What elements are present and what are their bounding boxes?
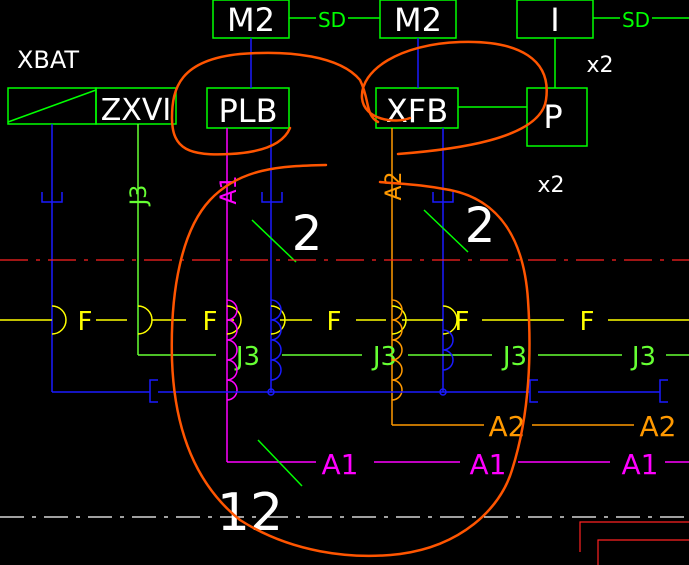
a1-bus bbox=[226, 450, 689, 463]
count-twelve: 12 bbox=[217, 483, 283, 543]
block-plb[interactable]: PLB bbox=[206, 87, 290, 130]
block-m2-right[interactable]: M2 bbox=[379, 0, 457, 39]
a2-vertical-label: A2 bbox=[382, 171, 407, 200]
j3-label-4: J3 bbox=[630, 342, 656, 372]
a1-label-3: A1 bbox=[622, 448, 659, 481]
blue-bus bbox=[52, 379, 668, 403]
block-zxvi[interactable]: ZXVI bbox=[95, 87, 177, 128]
marker-u-3 bbox=[432, 192, 454, 203]
markup-circle-plb bbox=[170, 51, 380, 156]
j3-label-1: J3 bbox=[234, 342, 260, 372]
xbat-label: XBAT bbox=[17, 46, 79, 74]
block-xfb[interactable]: XFB bbox=[375, 87, 459, 130]
block-m2-right-label: M2 bbox=[394, 1, 442, 39]
block-p[interactable]: P bbox=[526, 87, 588, 147]
x2-top-label: x2 bbox=[586, 53, 613, 78]
f-label-1: F bbox=[78, 307, 93, 337]
block-xfb-label: XFB bbox=[386, 92, 448, 130]
count-two-right: 2 bbox=[465, 198, 496, 254]
a1-label-2: A1 bbox=[470, 448, 507, 481]
markup-loop-xfb bbox=[360, 40, 548, 156]
f-label-2: F bbox=[203, 307, 218, 337]
tick-2 bbox=[423, 209, 469, 253]
sd-label-1: SD bbox=[318, 8, 346, 32]
block-p-label: P bbox=[543, 98, 562, 136]
j3-label-3: J3 bbox=[501, 342, 527, 372]
markup-big-loop bbox=[170, 163, 531, 558]
block-i-label: I bbox=[550, 1, 559, 39]
block-plb-label: PLB bbox=[218, 92, 277, 130]
coil-a2 bbox=[391, 299, 403, 401]
x2-mid-label: x2 bbox=[537, 173, 564, 198]
j3-label-2: J3 bbox=[371, 342, 397, 372]
marker-u-2 bbox=[261, 192, 283, 203]
coil-xfb bbox=[442, 329, 454, 371]
coil-plb bbox=[270, 299, 282, 381]
marker-u-1 bbox=[41, 192, 63, 203]
f-label-5: F bbox=[580, 307, 595, 337]
tick-3 bbox=[257, 439, 303, 487]
f-label-4: F bbox=[455, 307, 470, 337]
block-zxvi-label: ZXVI bbox=[101, 93, 171, 128]
block-m2-left-label: M2 bbox=[227, 1, 275, 39]
a2-label-2: A2 bbox=[640, 410, 677, 443]
red-corner-outer bbox=[579, 521, 689, 552]
count-two-left: 2 bbox=[292, 206, 323, 262]
block-m2-left[interactable]: M2 bbox=[212, 0, 290, 39]
tick-1 bbox=[251, 219, 297, 263]
red-corner-inner bbox=[597, 539, 689, 565]
coil-a1 bbox=[226, 299, 238, 401]
a1-label-1: A1 bbox=[322, 448, 359, 481]
j3-vertical-label: J3 bbox=[127, 185, 152, 208]
f-label-3: F bbox=[327, 307, 342, 337]
sd-label-2: SD bbox=[622, 8, 650, 32]
